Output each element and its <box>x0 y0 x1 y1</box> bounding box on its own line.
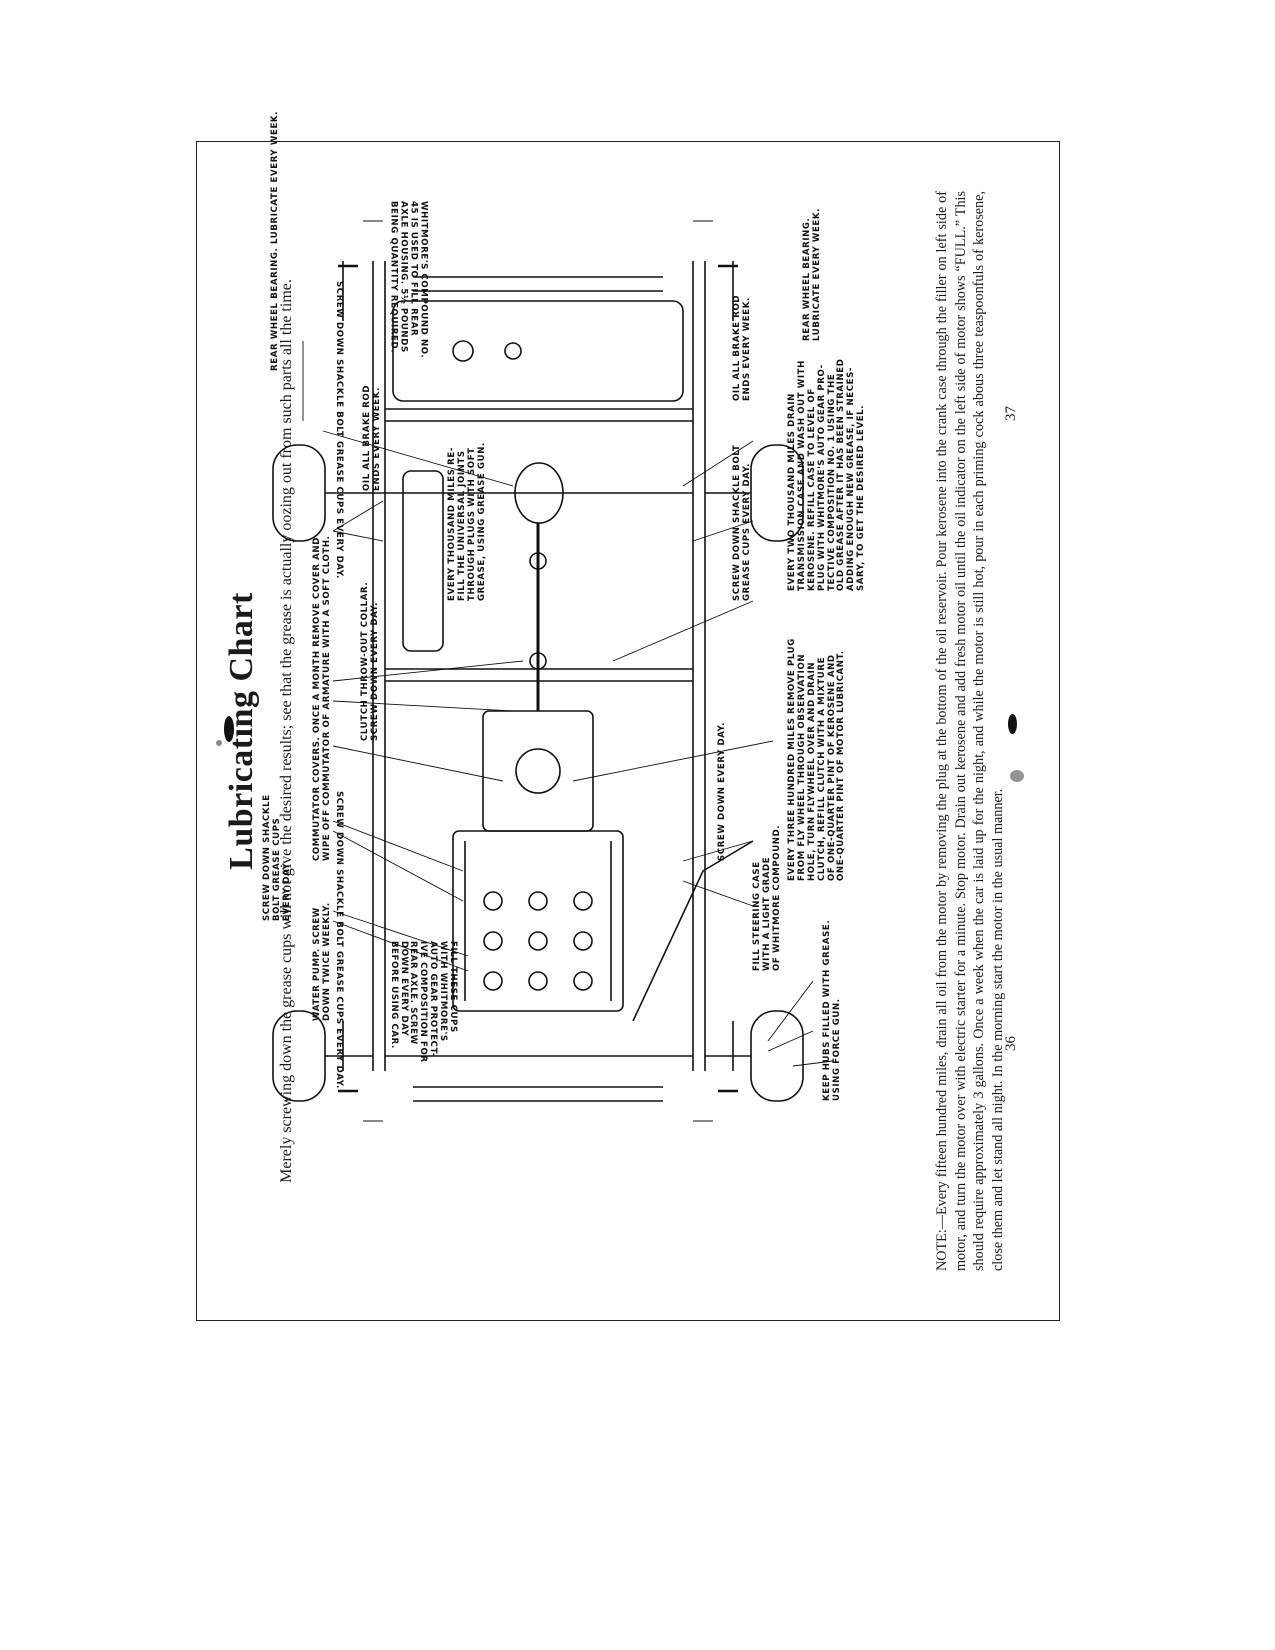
front-wheel-bottom <box>750 1010 804 1102</box>
chassis-diagram <box>272 220 834 1122</box>
ink-blot <box>1008 714 1017 734</box>
engine-block <box>452 830 624 1012</box>
label-three-hundred-miles: EVERY THREE HUNDRED MILES REMOVE PLUG FR… <box>787 638 847 881</box>
label-fill-cups: FILL THESE CUPS WITH WHITMORE'S AUTO GEA… <box>388 941 459 1063</box>
label-keep-hubs: KEEP HUBS FILLED WITH GREASE. USING FORC… <box>822 919 842 1101</box>
label-shackle-top-right: SCREW DOWN SHACKLE BOLT GREASE CUPS EVER… <box>333 281 344 580</box>
ink-blot <box>1010 770 1024 782</box>
label-two-thousand-miles: EVERY TWO THOUSAND MILES DRAIN TRANSMISS… <box>787 358 867 591</box>
label-water-pump: WATER PUMP. SCREW DOWN TWICE WEEKLY. <box>312 902 332 1021</box>
lubrication-note: NOTE:—Every fifteen hundred miles, drain… <box>934 191 1007 1271</box>
ink-blot <box>216 740 222 746</box>
page-number-left: 36 <box>1003 1036 1019 1051</box>
steering-column <box>632 840 754 1022</box>
label-shackle-top-left: SCREW DOWN SHACKLE BOLT GREASE CUPS EVER… <box>333 791 344 1090</box>
muffler <box>402 470 444 652</box>
label-clutch-collar: CLUTCH THROW-OUT COLLAR. SCREW DOWN EVER… <box>360 581 380 741</box>
rear-cross-member <box>413 276 663 292</box>
label-rear-wheel-bottom: REAR WHEEL BEARING. LUBRICATE EVERY WEEK… <box>802 207 822 341</box>
label-shackle-front: SCREW DOWN SHACKLE BOLT GREASE CUPS EVER… <box>262 794 292 921</box>
transmission-case <box>482 710 594 832</box>
rotated-chart-page: Lubricating Chart Merely screwing down t… <box>213 111 1043 1301</box>
label-whitmore-rear-axle: WHITMORE'S COMPOUND NO. 45 IS USED TO FI… <box>388 201 429 359</box>
label-fill-steering: FILL STEERING CASE WITH A LIGHT GRADE OF… <box>752 824 782 971</box>
mid-cross-member <box>385 668 693 682</box>
front-wheel-top <box>272 1010 326 1102</box>
label-shackle-mid-bottom: SCREW DOWN SHACKLE BOLT GREASE CUPS EVER… <box>732 444 752 601</box>
label-universal-joints: EVERY THOUSAND MILES RE- FILL THE UNIVER… <box>447 442 487 601</box>
label-commutator: COMMUTATOR COVERS. ONCE A MONTH REMOVE C… <box>312 535 332 861</box>
label-brake-rod-bottom: OIL ALL BRAKE ROD ENDS EVERY WEEK. <box>732 294 752 401</box>
page-border <box>196 141 1060 1321</box>
label-rear-wheel-top: REAR WHEEL BEARING. LUBRICATE EVERY WEEK… <box>270 110 280 371</box>
page-number-right: 37 <box>1003 406 1019 421</box>
ink-blot <box>224 716 234 742</box>
front-cross-member <box>413 1086 663 1102</box>
label-screw-every-day: SCREW DOWN EVERY DAY. <box>717 722 727 861</box>
fuel-tank <box>392 300 684 402</box>
label-brake-rod-top: OIL ALL BRAKE ROD ENDS EVERY WEEK. <box>362 384 382 491</box>
